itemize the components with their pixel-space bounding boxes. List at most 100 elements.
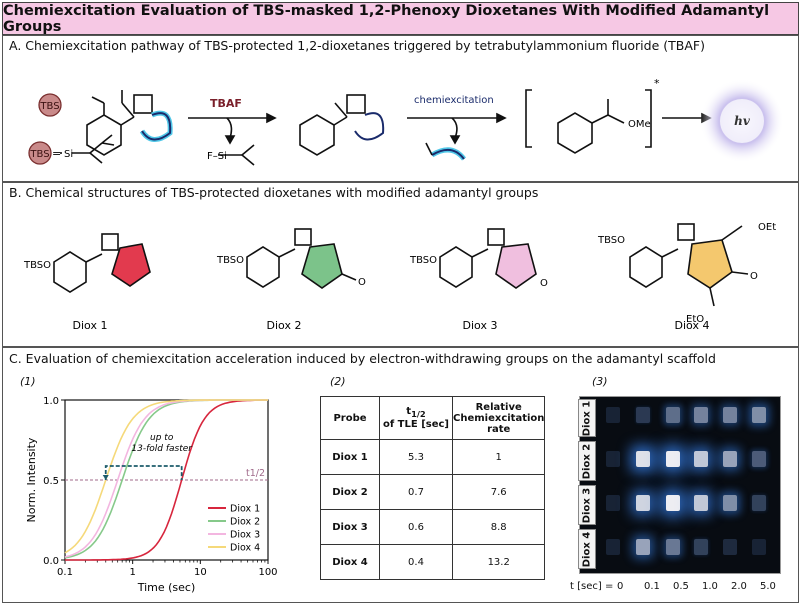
vial	[752, 451, 766, 467]
diox-1-label: Diox 1	[73, 319, 108, 332]
x-tick-label: 10	[194, 567, 207, 578]
diox-4-label: Diox 4	[675, 319, 710, 332]
vial	[694, 407, 708, 423]
oet-label: OEt	[758, 222, 776, 233]
vial	[666, 495, 680, 511]
photo-row-label: Diox 3	[578, 485, 596, 525]
vial	[694, 495, 708, 511]
f-si-label: F–Si	[207, 151, 227, 162]
panel-a-scheme: TBS TBS = Si F–Si TBAF chemiexcitation O…	[28, 77, 784, 166]
t-half-sub: 1/2	[411, 409, 426, 419]
panel-a-heading: A. Chemiexcitation pathway of TBS-protec…	[9, 38, 705, 53]
t-half-label: t1/2	[246, 468, 265, 479]
panel-b-structures: TBSO TBSO TBSO TBSO O O O OEt EtO Diox 1…	[23, 222, 776, 332]
vial	[636, 451, 650, 467]
annotation-line-1: up to	[150, 433, 174, 443]
vial	[636, 407, 650, 423]
table-cell-rate: 7.6	[451, 474, 546, 510]
photo-time-value: 0	[617, 581, 624, 592]
tbs-badge-label: TBS	[39, 101, 59, 112]
y-tick-label: 1.0	[43, 396, 59, 407]
table-cell-t-half: 0.6	[379, 509, 453, 545]
table-cell-t-half: 0.4	[379, 544, 453, 580]
photo-time-label: t [sec] =	[570, 581, 614, 592]
vial	[606, 407, 620, 423]
subpanel-3-label: (3)	[592, 375, 608, 388]
equals-sign: =	[52, 147, 61, 160]
table-cell-rate: 8.8	[451, 509, 546, 545]
vial	[723, 495, 737, 511]
tbso-label-1: TBSO	[23, 260, 51, 271]
vial-photo: Diox 1 Diox 2 Diox 3 Diox 4	[578, 396, 781, 574]
y-tick-label: 0.5	[43, 476, 59, 487]
kinetics-table: Probe t1/2 of TLE [sec] Relative Chemiex…	[320, 396, 546, 580]
vial	[636, 495, 650, 511]
series-line-1	[65, 399, 268, 561]
panel-a: A. Chemiexcitation pathway of TBS-protec…	[2, 35, 799, 182]
t-half-rest: of TLE [sec]	[382, 419, 449, 430]
diox-3-label: Diox 3	[463, 319, 498, 332]
vial	[723, 451, 737, 467]
vial	[666, 407, 680, 423]
table-row: Diox 1 5.3 1	[320, 439, 546, 475]
tbaf-label: TBAF	[210, 97, 242, 110]
vial	[723, 407, 737, 423]
x-tick-label: 100	[258, 567, 277, 578]
photo-row-label: Diox 1	[578, 399, 596, 437]
rate-header-line3: rate	[487, 423, 511, 435]
vial	[606, 451, 620, 467]
photo-row-text: Diox 3	[581, 487, 593, 523]
panel-b-heading: B. Chemical structures of TBS-protected …	[9, 185, 539, 200]
hv-label: hv	[734, 114, 751, 128]
si-label: Si	[64, 149, 73, 160]
table-cell-probe: Diox 2	[320, 474, 380, 510]
diox-2-label: Diox 2	[267, 319, 302, 332]
fold-annotation-arrow	[102, 475, 109, 480]
panel-c-heading: C. Evaluation of chemiexcitation acceler…	[9, 351, 716, 366]
y-tick-label: 0.0	[43, 556, 59, 567]
table-row: Diox 4 0.4 13.2	[320, 544, 546, 580]
legend-label: Diox 1	[230, 504, 260, 515]
benzene-ring-2	[299, 114, 335, 156]
legend-label: Diox 4	[230, 543, 260, 554]
chemiexcitation-label: chemiexcitation	[414, 95, 494, 106]
vial	[666, 451, 680, 467]
lactone-o-label-3: O	[540, 278, 548, 289]
tbso-label-2: TBSO	[216, 255, 244, 266]
table-header-probe: Probe	[320, 396, 380, 440]
ketone-o-label-2: O	[358, 277, 366, 288]
photo-time-value: 2.0	[731, 581, 747, 592]
panel-b: B. Chemical structures of TBS-protected …	[2, 182, 799, 347]
photo-row-text: Diox 2	[581, 443, 593, 479]
tbs-legend-label: TBS	[29, 149, 49, 160]
table-cell-probe: Diox 1	[320, 439, 380, 475]
vial	[752, 407, 766, 423]
eto-label: EtO	[686, 314, 704, 325]
panel-c: C. Evaluation of chemiexcitation acceler…	[2, 347, 799, 603]
legend-label: Diox 2	[230, 517, 260, 528]
vial	[752, 539, 766, 555]
page-title: Chemiexcitation Evaluation of TBS-masked…	[2, 2, 799, 35]
x-axis-label: Time (sec)	[137, 581, 196, 593]
x-tick-label: 0.1	[57, 567, 73, 578]
tbso-label-4: TBSO	[597, 235, 625, 246]
vial	[606, 495, 620, 511]
photo-time-value: 0.1	[644, 581, 660, 592]
table-row: Diox 3 0.6 8.8	[320, 509, 546, 545]
table-cell-t-half: 5.3	[379, 439, 453, 475]
table-cell-t-half: 0.7	[379, 474, 453, 510]
vial	[752, 495, 766, 511]
y-axis-label: Norm. Intensity	[25, 437, 38, 522]
photo-row-text: Diox 4	[581, 531, 593, 567]
photo-time-value: 5.0	[760, 581, 776, 592]
table-cell-rate: 1	[451, 439, 546, 475]
fold-annotation-bracket	[104, 465, 183, 480]
vial	[636, 539, 650, 555]
vial	[694, 539, 708, 555]
excited-state-star: *	[654, 77, 660, 90]
subpanel-2-label: (2)	[330, 375, 346, 388]
photo-time-value: 0.5	[673, 581, 689, 592]
photo-time-value: 1.0	[702, 581, 718, 592]
benzene-ring-1	[86, 114, 122, 156]
